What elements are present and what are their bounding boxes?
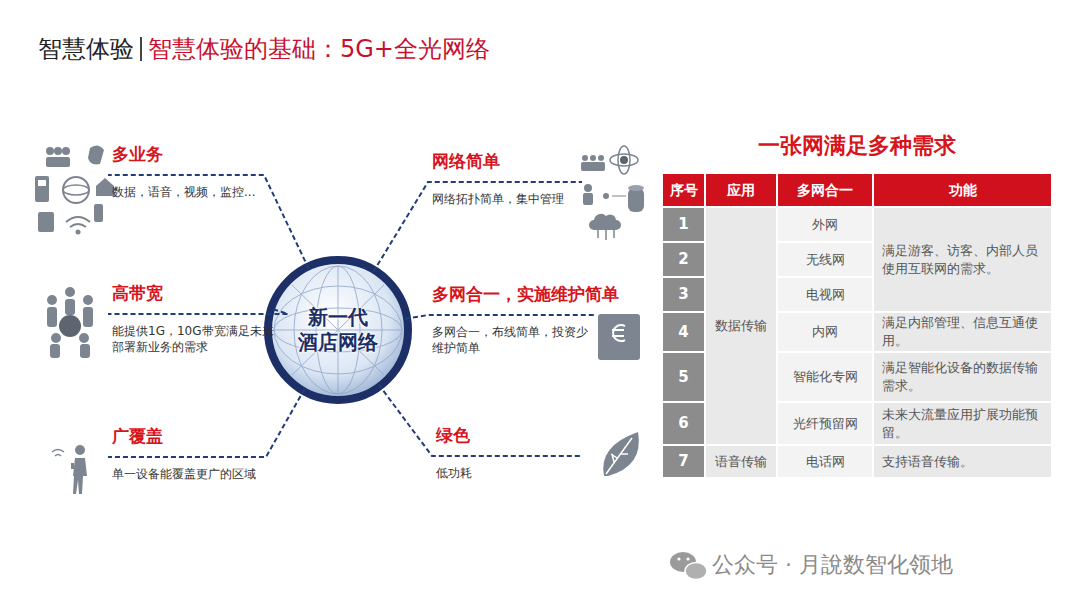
network-cell: 内网 xyxy=(778,313,872,351)
cell-text: 序号 xyxy=(670,181,698,200)
header-cell: 功能 xyxy=(874,174,1051,206)
dashed-connector xyxy=(108,175,309,269)
feature-text: 能提供1G，10G带宽满足未来部署新业务的需求 xyxy=(112,323,284,355)
feature-heading: 多网合一，实施维护简单 xyxy=(432,283,592,306)
hub-text: 新一代 酒店网络 xyxy=(297,305,379,355)
cell-text: 外网 xyxy=(812,216,838,234)
cell-text: 支持语音传输。 xyxy=(882,453,973,471)
function-cell: 支持语音传输。 xyxy=(874,446,1051,477)
feature-text: 数据，语音，视频，监控... xyxy=(112,184,260,200)
feature-item: 多业务数据，语音，视频，监控... xyxy=(112,143,260,200)
row-number: 7 xyxy=(663,446,704,477)
function-cell: 满足智能化设备的数据传输需求。 xyxy=(874,353,1051,401)
section-label: 智慧体验 xyxy=(38,33,134,65)
dashed-connector xyxy=(108,389,304,457)
feature-heading: 多业务 xyxy=(112,143,260,166)
feature-heading: 高带宽 xyxy=(112,282,284,305)
wechat-icon xyxy=(670,552,707,580)
cost-icon xyxy=(598,314,640,360)
application-cell: 数据传输 xyxy=(706,208,776,444)
cell-text: 智能化专网 xyxy=(793,368,858,386)
header-cell: 应用 xyxy=(706,174,776,206)
cell-text: 无线网 xyxy=(806,251,845,269)
feature-text: 网络拓扑简单，集中管理 xyxy=(432,191,578,207)
feature-item: 广覆盖单一设备能覆盖更广的区域 xyxy=(112,425,262,482)
network-icons xyxy=(581,146,644,240)
header-cell: 多网合一 xyxy=(778,174,872,206)
dashed-connector xyxy=(405,315,596,319)
network-cell: 光纤预留网 xyxy=(778,403,872,444)
row-number: 5 xyxy=(663,353,704,401)
network-cell: 电话网 xyxy=(778,446,872,477)
feature-item: 绿色低功耗 xyxy=(436,424,576,481)
row-number: 6 xyxy=(663,403,704,444)
cell-text: 满足智能化设备的数据传输需求。 xyxy=(882,359,1043,394)
walking-person-icon xyxy=(52,445,87,494)
dashed-connector xyxy=(108,309,288,314)
feature-text: 单一设备能覆盖更广的区域 xyxy=(112,466,262,482)
feature-heading: 网络简单 xyxy=(432,150,578,173)
cell-text: 光纤预留网 xyxy=(793,415,858,433)
cell-text: 4 xyxy=(678,322,688,342)
cell-text: 7 xyxy=(678,451,688,471)
cell-text: 满足内部管理、信息互通使用。 xyxy=(882,314,1043,349)
network-cell: 外网 xyxy=(778,208,872,241)
business-icons xyxy=(35,145,114,234)
title: 智慧体验的基础：5G+全光网络 xyxy=(148,33,490,65)
feature-item: 多网合一，实施维护简单多网合一，布线简单，投资少 维护简单 xyxy=(432,283,592,356)
cell-text: 电话网 xyxy=(806,453,845,471)
network-cell: 智能化专网 xyxy=(778,353,872,401)
dashed-connector xyxy=(379,385,580,456)
leaf-icon xyxy=(603,432,639,476)
cell-text: 内网 xyxy=(812,323,838,341)
feature-item: 网络简单网络拓扑简单，集中管理 xyxy=(432,150,578,207)
table-title: 一张网满足多种需求 xyxy=(662,131,1052,161)
function-cell: 未来大流量应用扩展功能预留。 xyxy=(874,403,1051,444)
feature-item: 高带宽能提供1G，10G带宽满足未来部署新业务的需求 xyxy=(112,282,284,355)
feature-text: 低功耗 xyxy=(436,465,576,481)
feature-heading: 广覆盖 xyxy=(112,425,262,448)
row-number: 1 xyxy=(663,208,704,241)
cell-text: 应用 xyxy=(727,181,755,200)
cell-text: 数据传输 xyxy=(715,317,767,335)
separator-bar xyxy=(140,37,142,61)
cell-text: 满足游客、访客、内部人员使用互联网的需求。 xyxy=(882,242,1043,277)
globe xyxy=(268,260,408,400)
cell-text: 功能 xyxy=(949,181,977,200)
people-icon xyxy=(47,287,93,358)
cell-text: 6 xyxy=(678,413,688,433)
feature-heading: 绿色 xyxy=(436,424,576,447)
header-cell: 序号 xyxy=(663,174,704,206)
heading: 智慧体验智慧体验的基础：5G+全光网络 xyxy=(38,33,490,65)
cell-text: 电视网 xyxy=(806,286,845,304)
network-cell: 电视网 xyxy=(778,278,872,311)
row-number: 4 xyxy=(663,313,704,351)
row-number: 2 xyxy=(663,243,704,276)
cell-text: 未来大流量应用扩展功能预留。 xyxy=(882,406,1043,441)
row-number: 3 xyxy=(663,278,704,311)
dashed-connector xyxy=(373,182,582,272)
function-cell: 满足游客、访客、内部人员使用互联网的需求。 xyxy=(874,208,1051,311)
cell-text: 1 xyxy=(678,214,688,234)
application-cell: 语音传输 xyxy=(706,446,776,477)
function-cell: 满足内部管理、信息互通使用。 xyxy=(874,313,1051,351)
feature-text: 多网合一，布线简单，投资少 维护简单 xyxy=(432,324,592,356)
cell-text: 语音传输 xyxy=(715,453,767,471)
cell-text: 多网合一 xyxy=(797,181,853,200)
cell-text: 3 xyxy=(678,284,688,304)
network-cell: 无线网 xyxy=(778,243,872,276)
cell-text: 2 xyxy=(678,249,688,269)
watermark: 公众号 · 月說数智化领地 xyxy=(712,550,953,580)
hub-circle: 新一代 酒店网络 xyxy=(272,264,404,396)
cell-text: 5 xyxy=(678,367,688,387)
